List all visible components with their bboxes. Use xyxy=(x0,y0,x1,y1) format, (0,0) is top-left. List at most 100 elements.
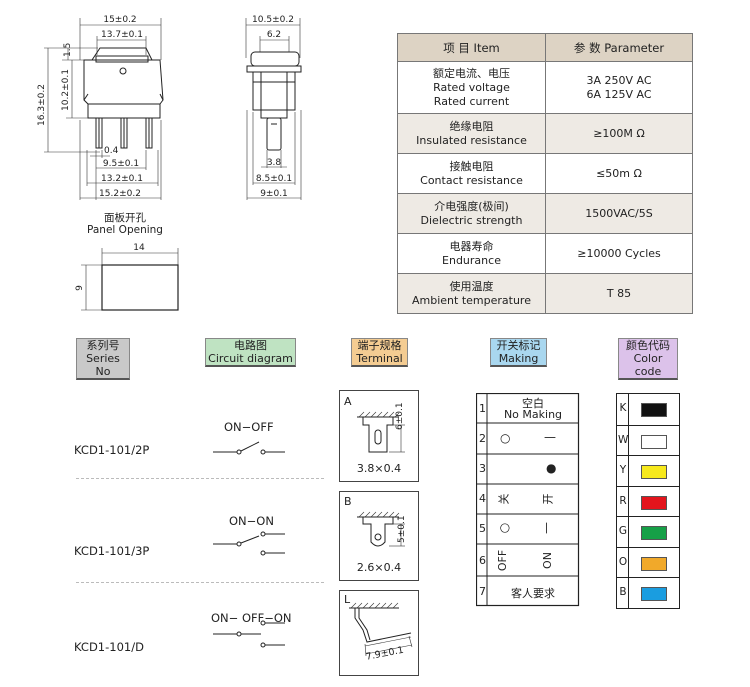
color-swatch xyxy=(641,465,667,479)
color-code-row: Y xyxy=(617,455,679,487)
color-swatch xyxy=(641,587,667,601)
dim-side-pin-width: 3.8 xyxy=(267,158,282,168)
spec-name-cn: 额定电流、电压 xyxy=(433,66,510,80)
dim-side-bottom-outer: 9±0.1 xyxy=(260,189,288,199)
spec-name-en: Insulated resistance xyxy=(416,133,527,147)
panel-opening-rect xyxy=(101,264,179,311)
spec-row-contact: 接触电阻 Contact resistance xyxy=(397,153,546,194)
dim-front-left-small: 1.5 xyxy=(63,43,73,57)
dim-front-bottom-inner: 13.2±0.1 xyxy=(101,174,143,184)
making-right: — xyxy=(539,522,553,534)
spec-value-contact: ≤50m Ω xyxy=(545,153,693,194)
color-code-letter: W xyxy=(618,433,629,446)
spec-name-cn: 接触电阻 xyxy=(449,159,494,173)
header-color-en: Color code xyxy=(633,352,663,378)
spec-row-endurance: 电器寿命 Endurance xyxy=(397,233,546,274)
side-view-drawing: 10.5±0.2 6.2 3.8 8.5±0.1 9±0.1 xyxy=(245,15,302,200)
making-table-frame xyxy=(476,393,580,607)
series-model: KCD1-101/D xyxy=(74,640,144,654)
color-swatch xyxy=(641,403,667,417)
header-circuit-cn: 电路图 xyxy=(234,339,267,352)
header-terminal: 端子规格 Terminal xyxy=(351,338,408,367)
spec-value: 6A 125V AC xyxy=(586,87,652,101)
terminal-code: B xyxy=(344,495,352,508)
header-making: 开关标记 Making xyxy=(490,338,547,367)
making-left: ○ xyxy=(497,522,512,534)
terminal-l-drawing xyxy=(349,602,413,657)
color-code-row: R xyxy=(617,485,679,518)
making-num: 1 xyxy=(479,402,486,415)
color-swatch xyxy=(641,556,667,571)
spec-name-cn: 电器寿命 xyxy=(449,239,494,253)
header-making-cn: 开关标记 xyxy=(496,339,541,352)
terminal-drawings xyxy=(339,390,419,676)
color-code-row: G xyxy=(617,516,679,548)
spec-row-dielectric: 介电强度(极间) Dielectric strength xyxy=(397,193,546,234)
panel-opening-height: 9 xyxy=(75,285,85,291)
terminal-height: 6±0.1 xyxy=(395,402,405,430)
making-left: 关 xyxy=(497,493,511,505)
spec-name-en: Ambient temperature xyxy=(412,293,531,307)
terminal-dim: 2.6×0.4 xyxy=(356,561,402,574)
header-making-en: Making xyxy=(498,352,539,365)
making-left: OFF xyxy=(496,549,510,572)
spec-value-insulated: ≥100M Ω xyxy=(545,113,693,154)
dim-side-bottom-inner: 8.5±0.1 xyxy=(256,174,292,184)
making-right: ON xyxy=(540,552,554,569)
terminal-dim: 3.8×0.4 xyxy=(356,462,402,475)
circuit-on-on-symbol xyxy=(213,531,285,556)
color-swatch xyxy=(641,526,667,540)
color-swatch xyxy=(641,434,667,449)
header-series: 系列号 Series No xyxy=(76,338,130,380)
row-separator xyxy=(76,478,324,479)
color-code-row: K xyxy=(617,394,679,425)
spec-value-endurance: ≥10000 Cycles xyxy=(545,233,693,274)
header-circuit-en: Circuit diagram xyxy=(208,352,293,365)
making-left: ○ xyxy=(500,431,511,445)
spec-row-insulated: 绝缘电阻 Insulated resistance xyxy=(397,113,546,154)
spec-name-en: Rated voltage xyxy=(433,80,510,94)
circuit-label: ON−OFF xyxy=(224,420,274,434)
series-model: KCD1-101/2P xyxy=(74,443,150,457)
panel-opening-title-cn: 面板开孔 xyxy=(104,212,146,224)
making-text-en: No Making xyxy=(503,408,563,421)
row-separator xyxy=(76,582,324,583)
dim-front-pin-thickness: 0.4 xyxy=(104,146,119,156)
spec-row-rated: 额定电流、电压 Rated voltage Rated current xyxy=(397,61,546,114)
color-code-letter: K xyxy=(619,402,627,414)
dim-front-top-outer: 15±0.2 xyxy=(103,15,136,25)
making-right: — xyxy=(544,430,556,444)
color-code-letter: R xyxy=(619,494,627,507)
spec-value-ambient: T 85 xyxy=(545,273,693,314)
panel-opening-drawing: 14 9 xyxy=(75,243,179,311)
terminal-a-drawing xyxy=(357,411,405,453)
color-code-row: O xyxy=(617,546,679,579)
terminal-b-drawing xyxy=(357,511,405,547)
making-right: 开 xyxy=(541,493,555,505)
color-code-letter: G xyxy=(618,525,628,537)
color-code-row: B xyxy=(617,577,679,609)
header-terminal-en: Terminal xyxy=(356,352,403,365)
spec-name-cn: 绝缘电阻 xyxy=(449,119,494,133)
dim-front-bottom-outer: 15.2±0.2 xyxy=(99,189,141,199)
terminal-code: L xyxy=(344,593,351,606)
front-view-drawing: 15±0.2 13.7±0.1 1.5 10.2±0.1 16.3±0.2 0.… xyxy=(37,15,164,200)
terminal-code: A xyxy=(344,395,352,408)
spec-value: 3A 250V AC xyxy=(586,73,652,87)
circuit-diagrams xyxy=(213,441,285,648)
making-text-cn: 客人要求 xyxy=(511,587,555,600)
making-num: 3 xyxy=(479,462,486,475)
dim-side-top-inner: 6.2 xyxy=(267,30,281,40)
header-circuit: 电路图 Circuit diagram xyxy=(205,338,296,367)
header-series-cn: 系列号 xyxy=(86,339,120,352)
spec-name-cn: 使用温度 xyxy=(449,279,494,293)
making-num: 6 xyxy=(479,554,486,567)
making-text-cn: 空白 xyxy=(522,397,544,410)
spec-header-item: 项 目 Item xyxy=(397,33,546,62)
series-model: KCD1-101/3P xyxy=(74,544,150,558)
circuit-on-off-symbol xyxy=(213,441,285,455)
header-color: 颜色代码 Color code xyxy=(618,338,678,380)
terminal-height: 5±0.1 xyxy=(397,515,407,543)
